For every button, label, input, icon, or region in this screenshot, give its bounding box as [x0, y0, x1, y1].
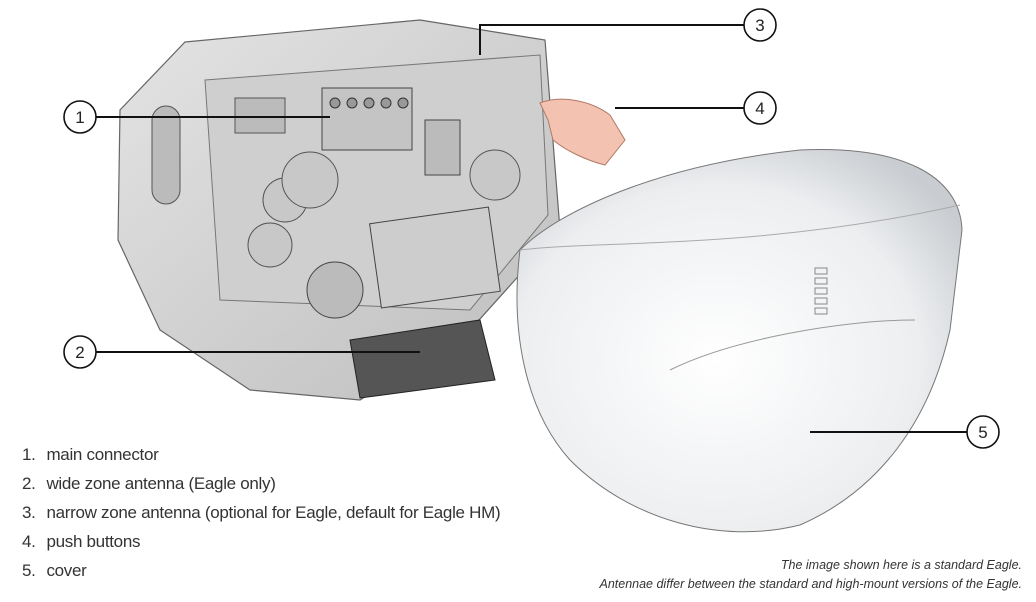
legend-item: 5. cover	[22, 560, 500, 589]
callout-2-label: 2	[75, 343, 84, 362]
callout-2	[63, 335, 97, 369]
legend-item: 3. narrow zone antenna (optional for Eag…	[22, 502, 501, 531]
legend-item: 4. push buttons	[22, 531, 500, 560]
legend-number: 2.	[22, 474, 36, 493]
legend-label: push buttons	[46, 532, 141, 551]
legend-item: 1. main connector	[22, 444, 500, 473]
legend-label: main connector	[46, 445, 159, 464]
callout-4-label: 4	[755, 99, 764, 118]
image-caption: The image shown here is a standard Eagle…	[599, 556, 1022, 594]
callout-3	[743, 8, 777, 42]
legend-number: 1.	[22, 445, 36, 464]
device-base	[117, 19, 561, 401]
finger-icon	[539, 98, 626, 166]
device-cover	[516, 148, 963, 533]
callout-5	[966, 415, 1000, 449]
caption-line-2: Antennae differ between the standard and…	[599, 577, 1022, 591]
legend-number: 5.	[22, 561, 36, 580]
legend-item: 2. wide zone antenna (Eagle only)	[22, 473, 500, 502]
legend-number: 4.	[22, 532, 36, 551]
legend-label: wide zone antenna (Eagle only)	[46, 474, 276, 493]
legend-number: 3.	[22, 503, 36, 522]
legend-label: cover	[46, 561, 87, 580]
callout-1	[63, 100, 97, 134]
parts-legend: 1. main connector 2. wide zone antenna (…	[22, 444, 501, 589]
callout-4	[743, 91, 777, 125]
callout-3-label: 3	[755, 16, 764, 35]
legend-label: narrow zone antenna (optional for Eagle,…	[46, 503, 501, 522]
callout-lines	[96, 24, 967, 433]
callout-1-label: 1	[75, 108, 84, 127]
callout-5-label: 5	[978, 423, 987, 442]
caption-line-1: The image shown here is a standard Eagle…	[780, 558, 1022, 572]
